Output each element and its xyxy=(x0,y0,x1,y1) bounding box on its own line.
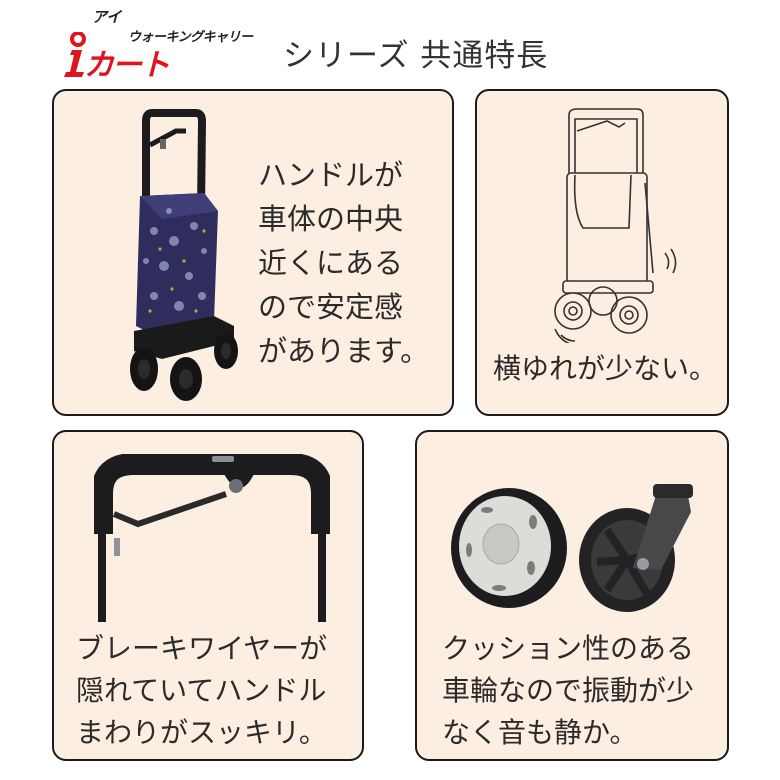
shopping-cart-photo xyxy=(130,109,238,401)
handle-photo xyxy=(94,454,330,622)
feature-text-line: 車体の中央 xyxy=(258,202,404,236)
logo-brand-name: カート xyxy=(84,48,170,83)
feature-text-line: ブレーキワイヤーが xyxy=(76,632,328,665)
feature-text-line: 車輪なので振動が少 xyxy=(442,674,695,707)
feature-text-line: 横ゆれが少ない。 xyxy=(493,352,718,385)
feature-text: ブレーキワイヤーが 隠れていてハンドル まわりがスッキリ。 xyxy=(76,628,327,754)
feature-text: 横ゆれが少ない。 xyxy=(493,347,717,391)
wheels-photo xyxy=(451,484,693,612)
cart-line-drawing xyxy=(554,108,677,343)
feature-panel-handle-center: ハンドルが 車体の中央 近くにある ので安定感 があります。 xyxy=(52,89,454,416)
brand-logo: アイ ウォーキングキャリー カート xyxy=(62,4,272,83)
feature-text-line: まわりがスッキリ。 xyxy=(76,716,327,749)
feature-panel-low-sway: 横ゆれが少ない。 xyxy=(475,89,729,416)
feature-panel-cushion-wheels: クッション性のある 車輪なので振動が少 なく音も静か。 xyxy=(415,430,729,761)
feature-text: クッション性のある 車輪なので振動が少 なく音も静か。 xyxy=(442,628,694,754)
logo-kana-top: アイ xyxy=(92,8,122,26)
feature-text-line: なく音も静か。 xyxy=(442,716,638,749)
feature-text-line: があります。 xyxy=(258,334,430,368)
feature-text-line: クッション性のある xyxy=(442,632,695,665)
feature-text-line: 隠れていてハンドル xyxy=(76,674,327,707)
feature-panel-hidden-brake-wire: ブレーキワイヤーが 隠れていてハンドル まわりがスッキリ。 xyxy=(52,430,364,761)
feature-text-line: ハンドルが xyxy=(258,158,404,192)
logo-subtitle: ウォーキングキャリー xyxy=(128,30,253,45)
i-letter-logo-icon xyxy=(64,32,86,77)
feature-text-line: 近くにある xyxy=(258,246,404,280)
feature-text-line: ので安定感 xyxy=(258,290,404,324)
feature-text: ハンドルが 車体の中央 近くにある ので安定感 があります。 xyxy=(258,153,429,373)
page-title: シリーズ 共通特長 xyxy=(283,38,549,74)
